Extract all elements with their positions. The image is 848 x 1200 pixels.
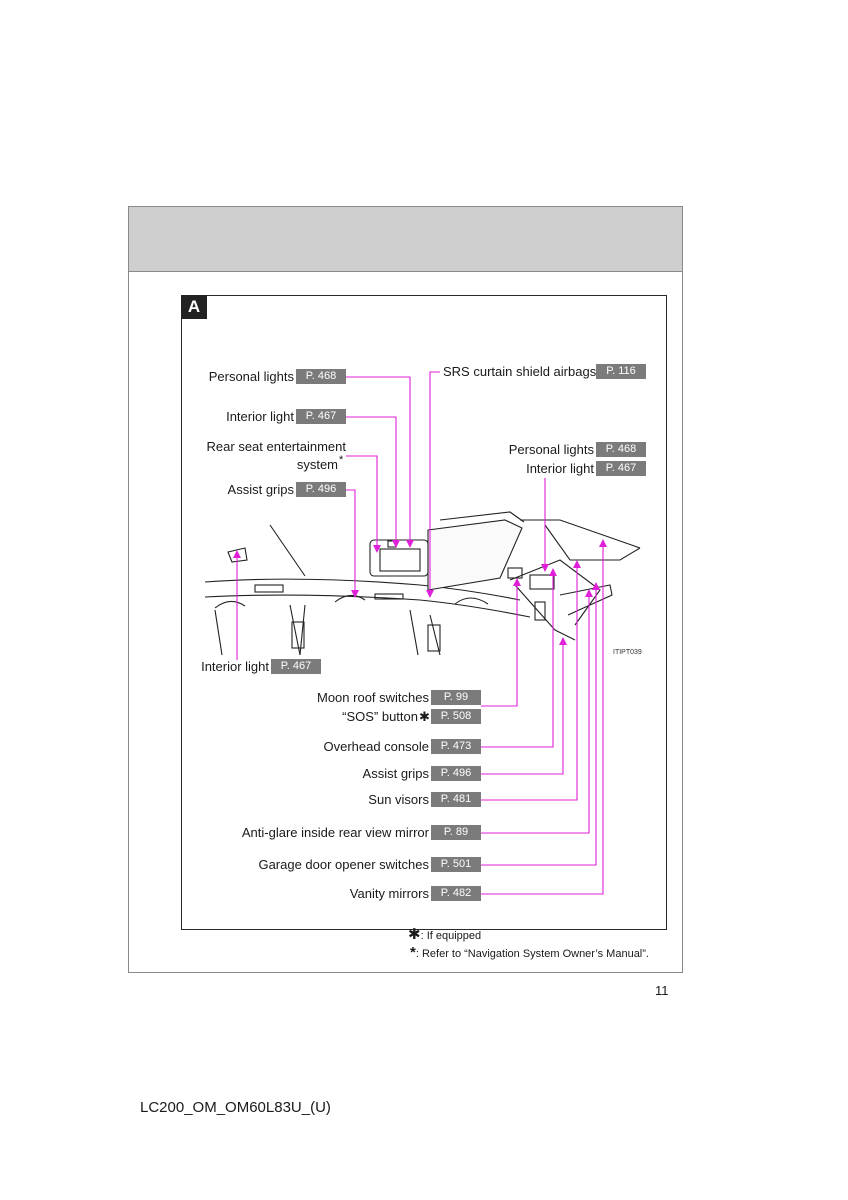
footnote-text: : If equipped [420,930,482,942]
label-rear-seat-entertainment: Rear seat entertainment [206,439,346,454]
page-ref-badge[interactable]: P. 99 [431,690,481,705]
car-ceiling-drawing [204,511,641,656]
label-sun-visors: Sun visors [368,792,429,807]
label-garage-door-opener: Garage door opener switches [258,857,429,872]
label-personal-lights-left: Personal lights [208,369,294,384]
page-ref-badge[interactable]: P. 496 [296,482,346,497]
page-ref-badge[interactable]: P. 467 [271,659,321,674]
page-ref-badge[interactable]: P. 467 [296,409,346,424]
label-assist-grips-bottom: Assist grips [362,766,429,781]
leader-arrowheads [233,539,607,645]
page-ref-badge[interactable]: P. 467 [596,461,646,476]
page-ref-badge[interactable]: P. 116 [596,364,646,379]
page-ref-badge[interactable]: P. 496 [431,766,481,781]
label-moon-roof-switches: Moon roof switches [317,690,429,705]
page-frame [128,206,683,973]
label-anti-glare-mirror: Anti-glare inside rear view mirror [241,825,429,840]
footnote-navigation-manual: *: Refer to “Navigation System Owner’s M… [410,944,649,961]
label-personal-lights-right: Personal lights [508,442,594,457]
figure-id: ITIPT039 [613,649,642,656]
page-ref-badge[interactable]: P. 501 [431,857,481,872]
label-rear-seat-entertainment-line2: system [296,457,338,472]
label-interior-light-lower: Interior light [201,659,269,674]
page-ref-badge[interactable]: P. 482 [431,886,481,901]
asterisk-mark: * [339,454,344,466]
footnote-mark: ✱ [408,926,421,943]
leader-lines [236,371,604,895]
footnote-if-equipped: ✱: If equipped [408,926,482,943]
page-ref-badge[interactable]: P. 468 [596,442,646,457]
page-ref-badge[interactable]: P. 468 [296,369,346,384]
label-srs-curtain-airbags: SRS curtain shield airbags [443,364,597,379]
label-assist-grips-top: Assist grips [227,482,294,497]
page-number: 11 [655,983,669,998]
document-code: LC200_OM_OM60L83U_(U) [140,1099,331,1116]
page-ref-badge[interactable]: P. 473 [431,739,481,754]
figure-box [181,295,667,930]
footnote-text: : Refer to “Navigation System Owner’s Ma… [415,948,649,960]
section-tab: A [181,295,207,319]
footnote-mark: * [410,944,416,961]
page-ref-badge[interactable]: P. 89 [431,825,481,840]
label-interior-light-right: Interior light [526,461,594,476]
asterisk-mark: ✱ [419,709,430,724]
page-ref-badge[interactable]: P. 481 [431,792,481,807]
header-band [129,207,682,272]
label-overhead-console: Overhead console [323,739,429,754]
page-ref-badge[interactable]: P. 508 [431,709,481,724]
label-vanity-mirrors: Vanity mirrors [349,886,429,901]
label-interior-light-left: Interior light [226,409,294,424]
label-sos-button: “SOS” button [342,709,418,724]
